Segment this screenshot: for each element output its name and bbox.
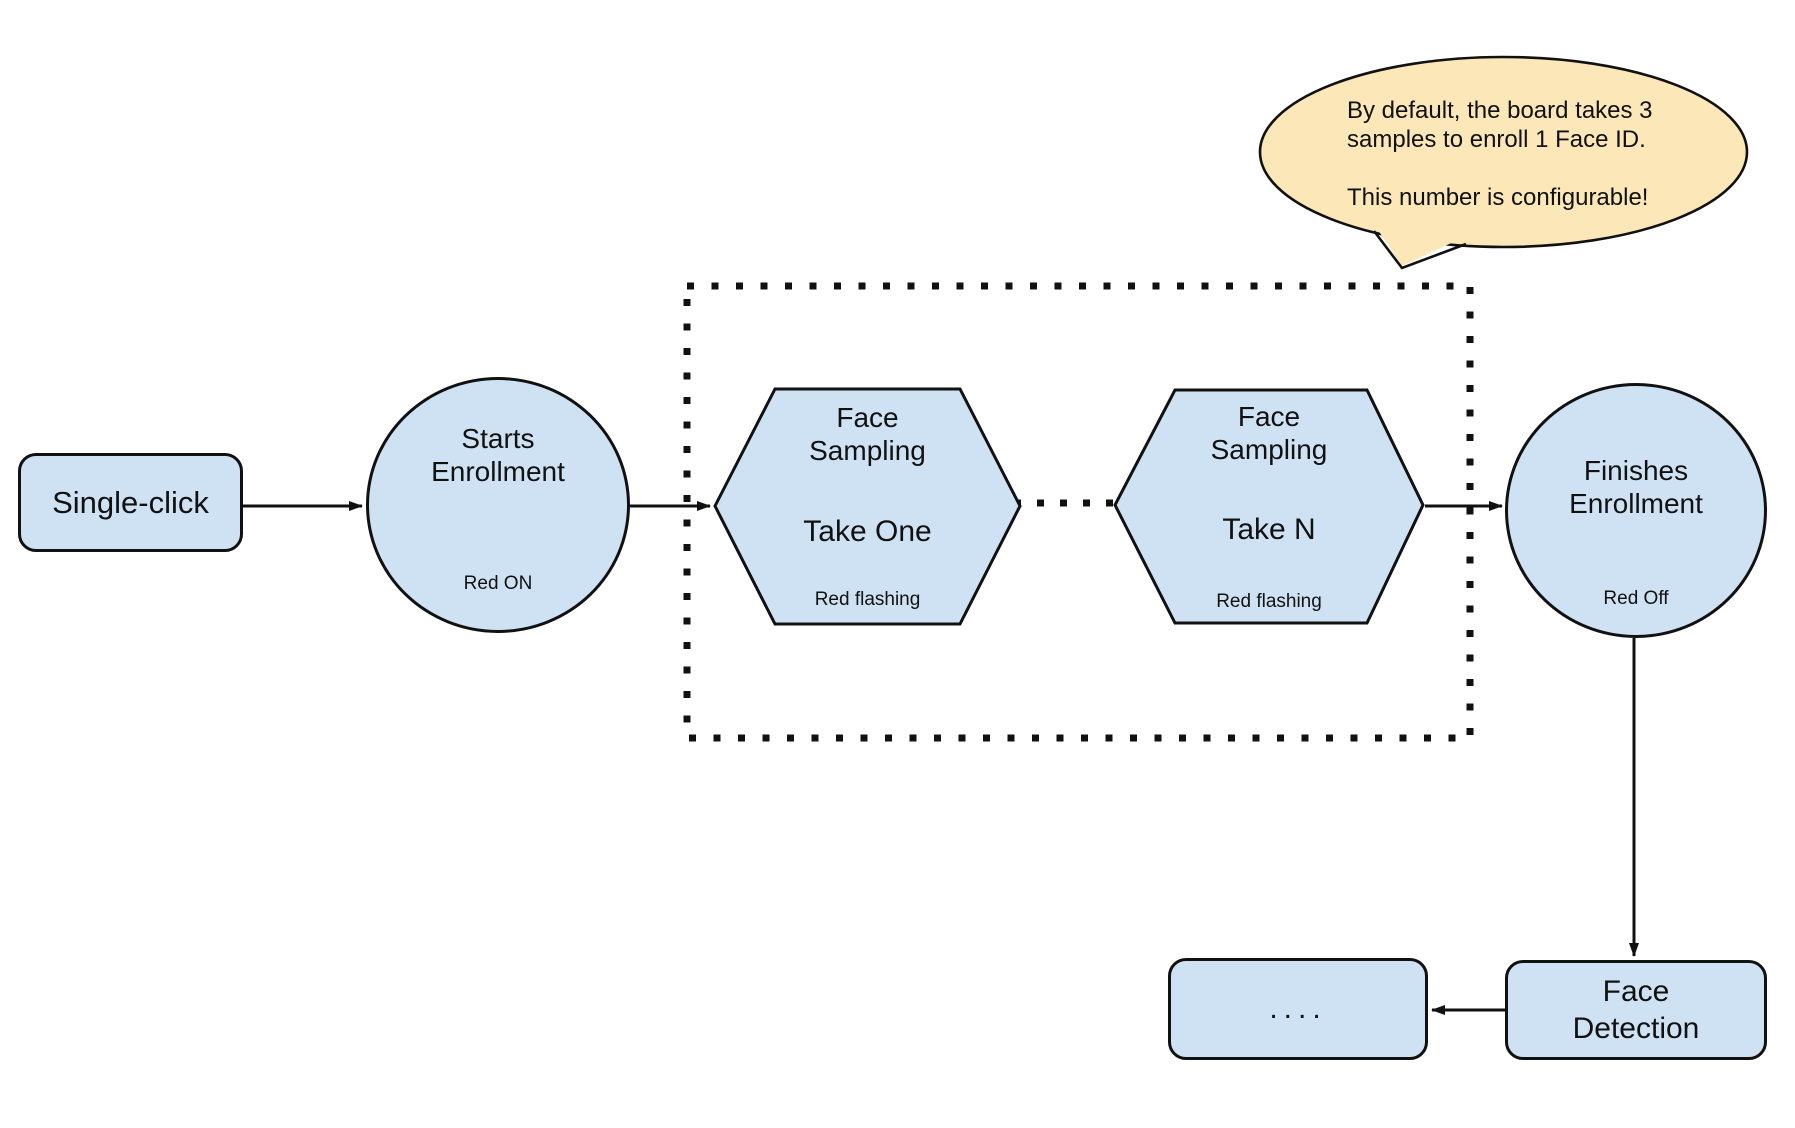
face-sampling-one-step: Take One (803, 515, 932, 548)
callout-bubble-ellipse (1258, 55, 1749, 249)
continuation-label: .... (1269, 992, 1327, 1025)
finishes-enrollment-node: Finishes Enrollment Red Off (1505, 383, 1767, 638)
face-detection-node: Face Detection (1505, 960, 1767, 1060)
face-sampling-one-node: Face Sampling Take One Red flashing (715, 389, 1020, 624)
face-sampling-n-node: Face Sampling Take N Red flashing (1115, 390, 1423, 623)
face-sampling-n-status: Red flashing (1216, 591, 1322, 612)
hexagon-face-sampling-one (713, 387, 1022, 626)
face-sampling-one-title: Face Sampling (809, 402, 926, 466)
continuation-node: .... (1168, 958, 1428, 1060)
face-detection-label: Face Detection (1572, 975, 1700, 1045)
starts-enrollment-node: Starts Enrollment Red ON (366, 377, 630, 633)
hexagon-face-sampling-n (1113, 388, 1425, 625)
face-sampling-n-step: Take N (1222, 513, 1316, 546)
finishes-enrollment-title: Finishes Enrollment (1569, 455, 1703, 519)
callout-bubble (1258, 55, 1749, 270)
callout-bubble-tail-edge (1372, 230, 1467, 270)
face-sampling-n-title: Face Sampling (1210, 401, 1328, 465)
single-click-node: Single-click (18, 453, 243, 552)
starts-enrollment-title: Starts Enrollment (431, 423, 565, 487)
finishes-enrollment-status: Red Off (1603, 588, 1669, 609)
face-sampling-one-status: Red flashing (814, 589, 921, 610)
starts-enrollment-status: Red ON (463, 573, 533, 594)
single-click-label: Single-click (52, 484, 209, 520)
sampling-group-dotted-border (683, 282, 1474, 742)
callout-bubble-tail (1376, 227, 1462, 266)
callout-note-text: By default, the board takes 3 samples to… (1347, 97, 1653, 211)
